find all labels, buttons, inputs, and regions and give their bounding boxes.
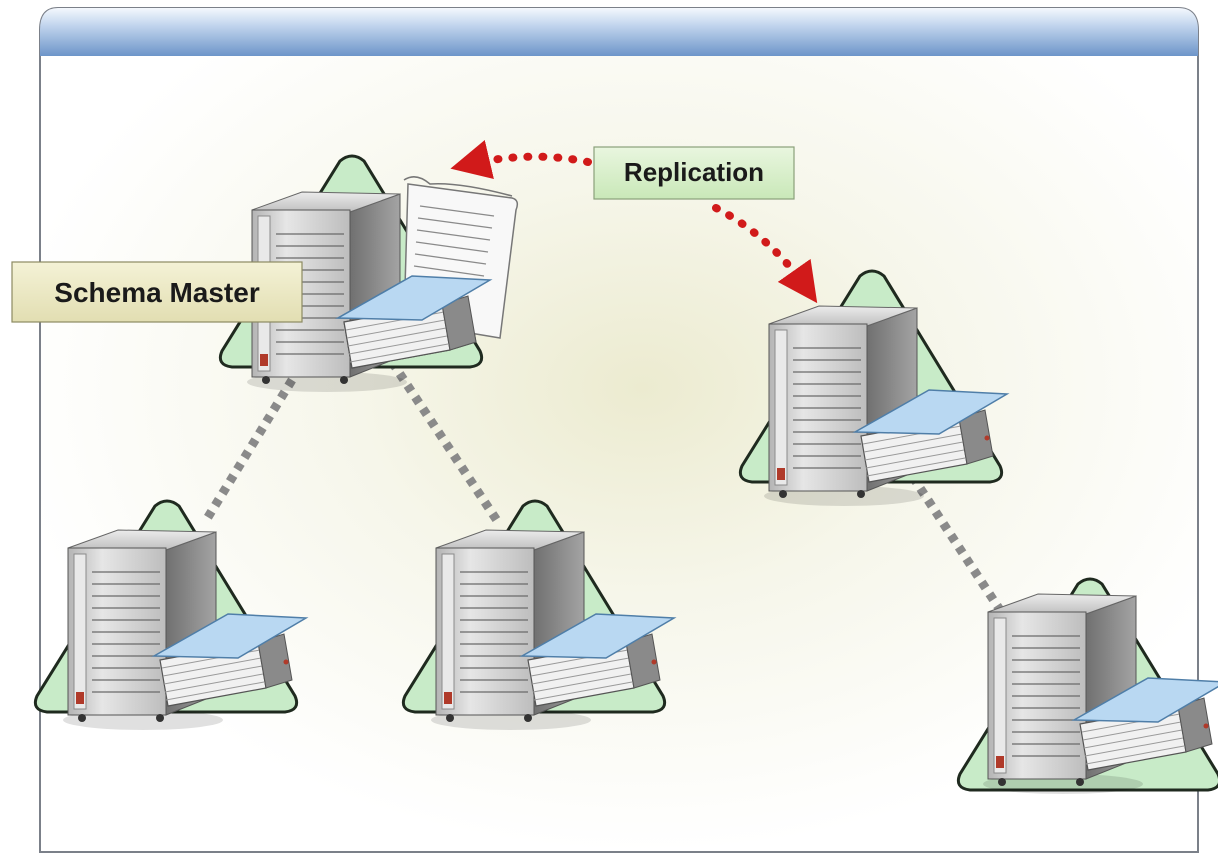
site-schema-master (218, 154, 519, 393)
schema-master-label: Schema Master (11, 261, 303, 323)
link-master-to-middle (388, 359, 502, 525)
replication-label: Replication (593, 146, 795, 200)
site-links (201, 359, 1004, 613)
replication-label-text: Replication (624, 157, 764, 187)
title-bar (40, 8, 1198, 56)
schema-master-label-text: Schema Master (54, 277, 260, 308)
replication-arrow-to-right (712, 204, 818, 304)
replication-arrow-to-master (450, 140, 592, 180)
replication-arrows (450, 140, 818, 304)
link-right-to-far-right (901, 462, 1004, 613)
